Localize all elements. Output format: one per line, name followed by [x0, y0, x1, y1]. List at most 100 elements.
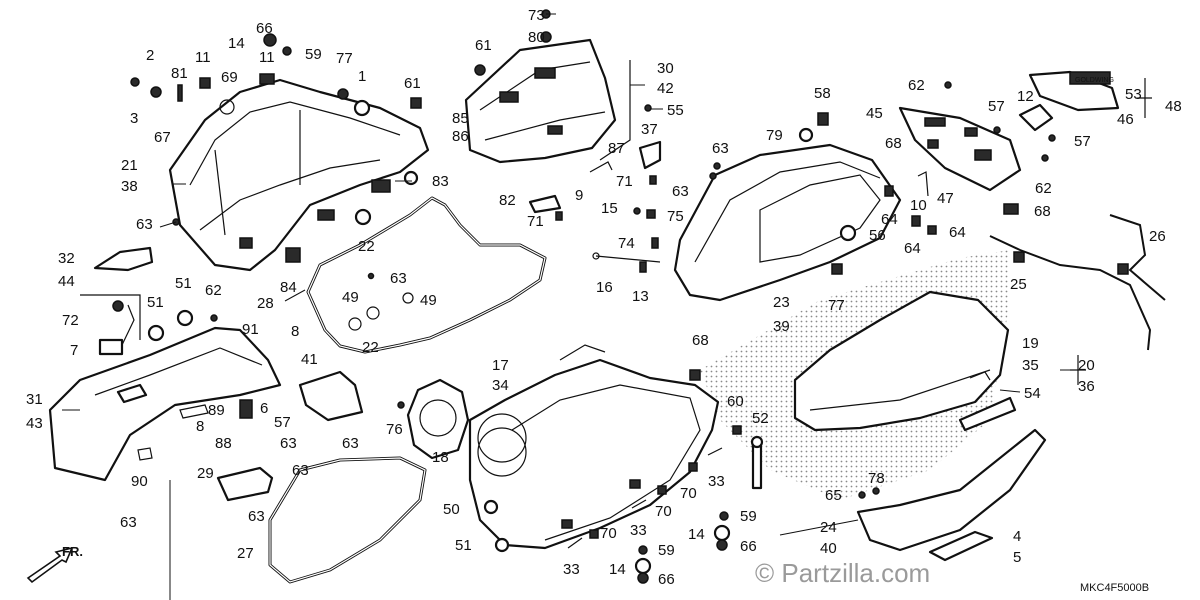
- label-63: 63: [342, 435, 359, 452]
- emblem-cover[interactable]: [93, 246, 154, 272]
- clip-12: [1018, 103, 1054, 132]
- clip-37: [638, 140, 662, 170]
- lid-seal-loop[interactable]: [306, 196, 547, 354]
- label-33: 33: [563, 561, 580, 578]
- label-2: 2: [146, 47, 154, 64]
- bracket-29[interactable]: [216, 466, 274, 502]
- label-30: 30: [657, 60, 674, 77]
- label-57: 57: [1074, 133, 1091, 150]
- label-5: 5: [1013, 549, 1021, 566]
- label-72: 72: [62, 312, 79, 329]
- label-53: 53: [1125, 86, 1142, 103]
- bolt-58: [817, 112, 829, 126]
- label-84: 84: [280, 279, 297, 296]
- lock-assembly[interactable]: [464, 9, 617, 164]
- reflector-4-5[interactable]: [928, 530, 994, 562]
- bolt-57b: [993, 126, 1001, 134]
- label-33: 33: [708, 473, 725, 490]
- clip-68b: [927, 139, 939, 149]
- label-57: 57: [988, 98, 1005, 115]
- label-52: 52: [752, 410, 769, 427]
- label-83: 83: [432, 173, 449, 190]
- reflector-53-46[interactable]: [1028, 70, 1120, 112]
- label-71: 71: [527, 213, 544, 230]
- pin-74: [651, 237, 659, 249]
- clip-64a: [884, 185, 894, 197]
- grommet-56: [839, 224, 857, 242]
- label-59: 59: [658, 542, 675, 559]
- label-82: 82: [499, 192, 516, 209]
- bolt-62a: [210, 314, 218, 322]
- label-62: 62: [908, 77, 925, 94]
- strip-33c: [567, 537, 583, 549]
- spring-10: [917, 171, 929, 197]
- bracket-assembly-47[interactable]: [898, 106, 1022, 192]
- label-41: 41: [301, 351, 318, 368]
- label-23: 23: [773, 294, 790, 311]
- saddlebag-outer-cover[interactable]: [793, 290, 1010, 432]
- label-40: 40: [820, 540, 837, 557]
- front-direction-arrow: FR.: [26, 544, 83, 584]
- label-20: 20: [1078, 357, 1095, 374]
- wire-harness-25[interactable]: [989, 235, 1152, 351]
- label-38: 38: [121, 178, 138, 195]
- label-62: 62: [205, 282, 222, 299]
- label-13: 13: [632, 288, 649, 305]
- strip-33a: [707, 447, 723, 456]
- label-16: 16: [596, 279, 613, 296]
- label-3: 3: [130, 110, 138, 127]
- label-74: 74: [618, 235, 635, 252]
- label-59: 59: [305, 46, 322, 63]
- label-8: 8: [196, 418, 204, 435]
- label-35: 35: [1022, 357, 1039, 374]
- label-63: 63: [280, 435, 297, 452]
- label-70: 70: [680, 485, 697, 502]
- strip-33b: [631, 499, 647, 509]
- bracket-72: [80, 294, 141, 340]
- label-49: 49: [342, 289, 359, 306]
- label-55: 55: [667, 102, 684, 119]
- grommet-51a: [147, 324, 165, 342]
- label-7: 7: [70, 342, 78, 359]
- saddlebag-body[interactable]: [468, 344, 720, 550]
- label-37: 37: [641, 121, 658, 138]
- label-68: 68: [885, 135, 902, 152]
- brand-lettering: GOLDWING: [1075, 77, 1114, 84]
- label-47: 47: [937, 190, 954, 207]
- label-11: 11: [259, 49, 275, 66]
- label-68: 68: [1034, 203, 1051, 220]
- cable-connector-7-72[interactable]: [98, 300, 135, 356]
- rear-carrier-frame[interactable]: [168, 78, 430, 272]
- label-24: 24: [820, 519, 837, 536]
- label-63: 63: [120, 514, 137, 531]
- left-side-cover[interactable]: [48, 326, 282, 482]
- lower-trim-24[interactable]: [856, 428, 1047, 552]
- clip-75: [646, 209, 656, 219]
- bolt-76: [397, 401, 405, 409]
- saddlebag-lid[interactable]: [673, 143, 902, 302]
- bracket-41[interactable]: [298, 370, 364, 422]
- watermark: © Partzilla.com: [755, 558, 930, 588]
- label-18: 18: [432, 449, 449, 466]
- label-8: 8: [291, 323, 299, 340]
- bolt-78: [872, 487, 880, 495]
- label-88: 88: [215, 435, 232, 452]
- clip-89: [179, 404, 209, 419]
- label-42: 42: [657, 80, 674, 97]
- leader-bracket-30: [599, 60, 631, 161]
- speaker-gasket-18[interactable]: [406, 378, 470, 460]
- hook-9: [589, 161, 613, 173]
- label-34: 34: [492, 377, 509, 394]
- label-36: 36: [1078, 378, 1095, 395]
- label-51: 51: [175, 275, 192, 292]
- wire-harness-26[interactable]: [1109, 214, 1166, 301]
- label-14: 14: [228, 35, 245, 52]
- emblem-54[interactable]: [958, 396, 1017, 432]
- label-21: 21: [121, 157, 138, 174]
- catalog-code: MKC4F5000B: [1080, 582, 1149, 594]
- label-91: 91: [242, 321, 259, 338]
- damper-52[interactable]: [750, 435, 764, 490]
- label-81: 81: [171, 65, 188, 82]
- clip-60: [732, 425, 742, 435]
